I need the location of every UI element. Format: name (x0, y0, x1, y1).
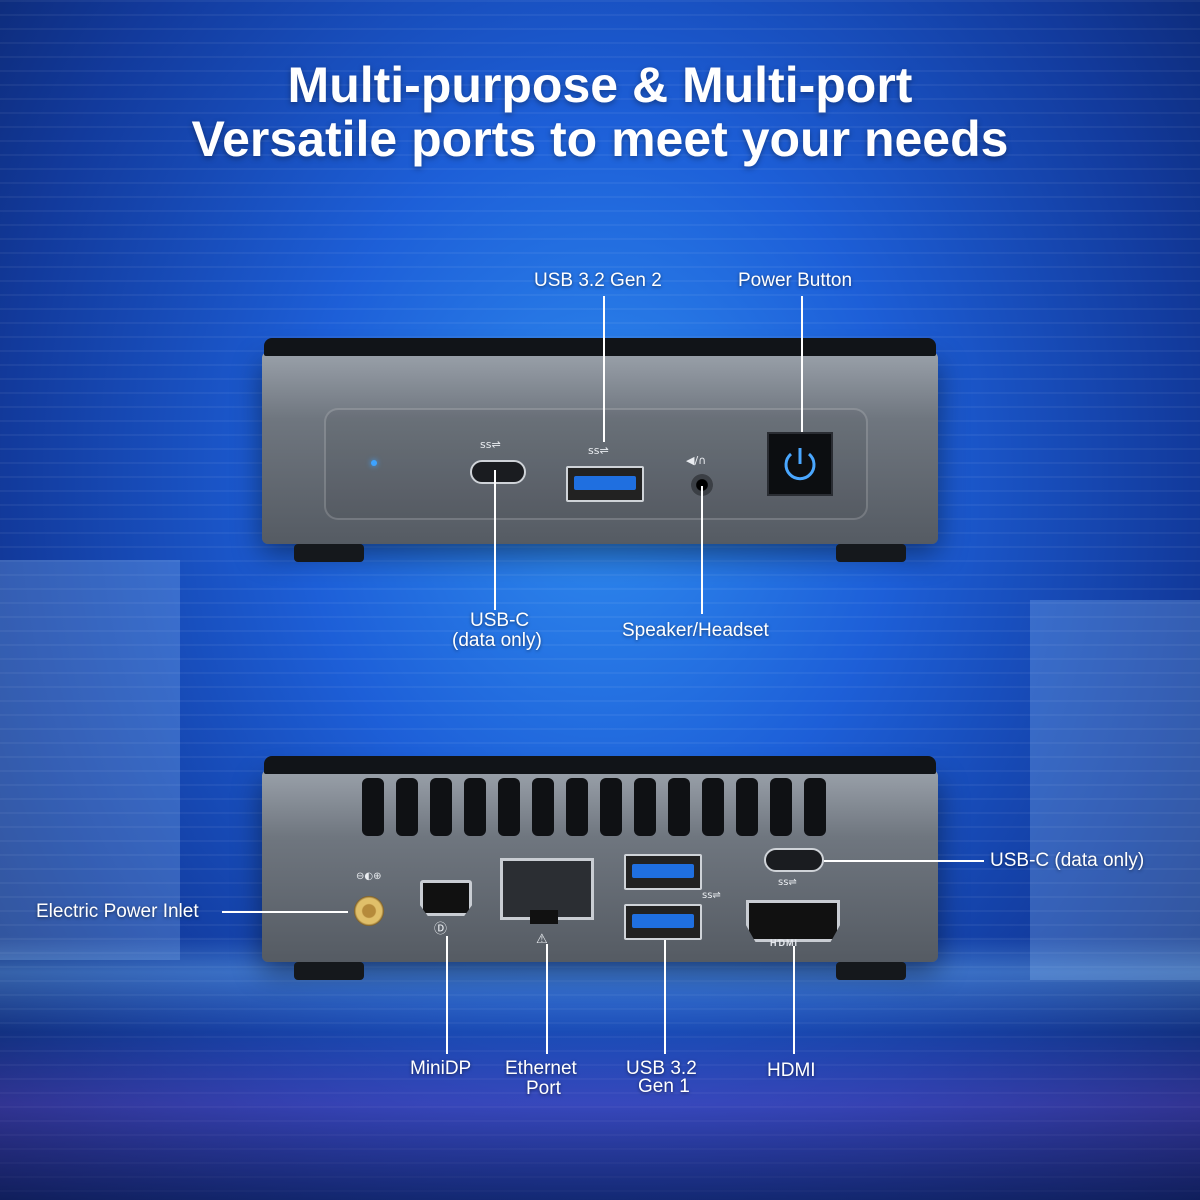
ethernet-latch (530, 910, 558, 924)
status-led (371, 460, 377, 466)
label-hdmi: HDMI (767, 1060, 816, 1081)
label-usb32-gen1: USB 3.2 (626, 1058, 697, 1079)
vent-slot (362, 778, 384, 836)
back-foot-left (294, 962, 364, 980)
svg-text:Ⓓ: Ⓓ (434, 922, 447, 936)
vent-slot (770, 778, 792, 836)
minidp-port (420, 880, 472, 916)
vent-slot (430, 778, 452, 836)
back-lid (264, 756, 936, 774)
mini-pc-back: ⊖◐⊕ Ⓓ ⚠ ss⇌ ss⇌ HƊMI (262, 770, 938, 962)
usb-superspeed-icon: ss⇌ (702, 890, 721, 901)
label-usb32-gen1-sub: Gen 1 (638, 1076, 690, 1097)
svg-text:⊖◐⊕: ⊖◐⊕ (356, 871, 381, 882)
dc-power-icon: ⊖◐⊕ (356, 871, 381, 882)
svg-text:ss⇌: ss⇌ (588, 444, 609, 457)
vent-slot (566, 778, 588, 836)
hdmi-port (746, 900, 840, 942)
vent-slot (600, 778, 622, 836)
power-icon (784, 448, 816, 481)
label-minidp: MiniDP (410, 1058, 472, 1079)
leader-line (446, 936, 448, 1054)
front-usba-port (566, 466, 644, 502)
vent-slot (736, 778, 758, 836)
svg-text:ss⇌: ss⇌ (480, 438, 501, 451)
svg-text:ss⇌: ss⇌ (702, 890, 721, 901)
leader-line (801, 296, 803, 432)
leader-line (222, 911, 348, 913)
front-lid (264, 338, 936, 356)
vent-slot (396, 778, 418, 836)
background-block (0, 560, 180, 960)
leader-line (824, 860, 984, 862)
leader-line (494, 470, 496, 610)
leader-line (793, 946, 795, 1054)
headset-icon: ◀/∩ (686, 454, 706, 467)
front-usbc-port (470, 460, 526, 484)
leader-line (701, 486, 703, 614)
back-foot-right (836, 962, 906, 980)
svg-text:ss⇌: ss⇌ (778, 877, 797, 888)
label-usbc-front-sub: (data only) (452, 630, 542, 651)
vent-slot (668, 778, 690, 836)
headline-line-1: Multi-purpose & Multi-port (287, 57, 913, 113)
displayport-icon: Ⓓ (434, 922, 447, 936)
label-usbc-back: USB-C (data only) (990, 850, 1145, 871)
vent-slot (464, 778, 486, 836)
vent-slot (804, 778, 826, 836)
svg-text:⚠: ⚠ (536, 932, 548, 946)
headline-line-2: Versatile ports to meet your needs (191, 111, 1009, 167)
vent-slot (532, 778, 554, 836)
hdmi-logo: HƊMI (770, 938, 799, 948)
label-ethernet: Ethernet (505, 1058, 577, 1079)
back-usba-port-bottom (624, 904, 702, 940)
back-usbc-port (764, 848, 824, 872)
label-speaker-headset: Speaker/Headset (622, 620, 769, 641)
svg-text:◀/∩: ◀/∩ (686, 454, 706, 467)
power-inlet (354, 896, 384, 926)
label-ethernet-sub: Port (526, 1078, 561, 1099)
label-usb32-gen2: USB 3.2 Gen 2 (534, 270, 662, 291)
front-foot-left (294, 544, 364, 562)
network-icon: ⚠ (536, 932, 548, 946)
background-block (1030, 600, 1200, 980)
label-power-inlet: Electric Power Inlet (36, 901, 199, 922)
leader-line (603, 296, 605, 442)
label-usbc-front: USB-C (470, 610, 530, 631)
vent-slot (702, 778, 724, 836)
back-usba-port-top (624, 854, 702, 890)
mini-pc-front: ss⇌ ss⇌ ◀/∩ (262, 352, 938, 544)
leader-line (546, 944, 548, 1054)
usb-superspeed-icon: ss⇌ (588, 444, 609, 457)
leader-line (664, 940, 666, 1054)
power-button[interactable] (767, 432, 833, 496)
vent-slot (634, 778, 656, 836)
usb-superspeed-icon: ss⇌ (480, 438, 501, 451)
ethernet-port (500, 858, 594, 920)
usb-superspeed-icon: ss⇌ (778, 877, 797, 888)
audio-jack (691, 474, 713, 496)
front-foot-right (836, 544, 906, 562)
vent-slot (498, 778, 520, 836)
label-power-button: Power Button (738, 270, 853, 291)
